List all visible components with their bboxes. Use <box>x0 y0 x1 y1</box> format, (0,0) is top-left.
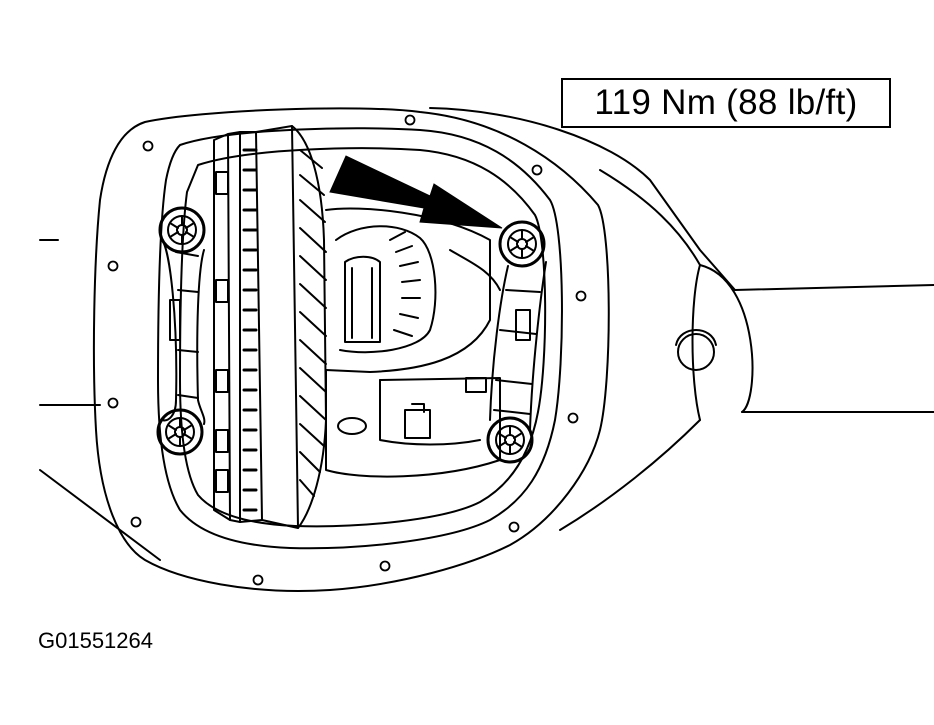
left-bearing-cap <box>161 239 206 425</box>
arrow-icon <box>329 155 503 229</box>
cover-opening <box>157 127 563 550</box>
bolt-head-icon <box>486 416 534 464</box>
bolt-head-icon <box>158 206 206 254</box>
differential-case <box>325 207 501 478</box>
flange-bolt-holes <box>107 114 587 586</box>
figure-code: G01551264 <box>38 628 153 653</box>
torque-spec-label: 119 Nm (88 lb/ft) <box>561 78 891 128</box>
ring-gear <box>213 125 327 529</box>
right-bearing-cap <box>489 261 547 431</box>
bolt-head-icon <box>498 220 546 268</box>
cover-flange <box>92 107 610 592</box>
bearing-cap-bolts <box>156 206 546 464</box>
axle-housing <box>39 107 934 561</box>
bolt-head-icon <box>156 408 204 456</box>
